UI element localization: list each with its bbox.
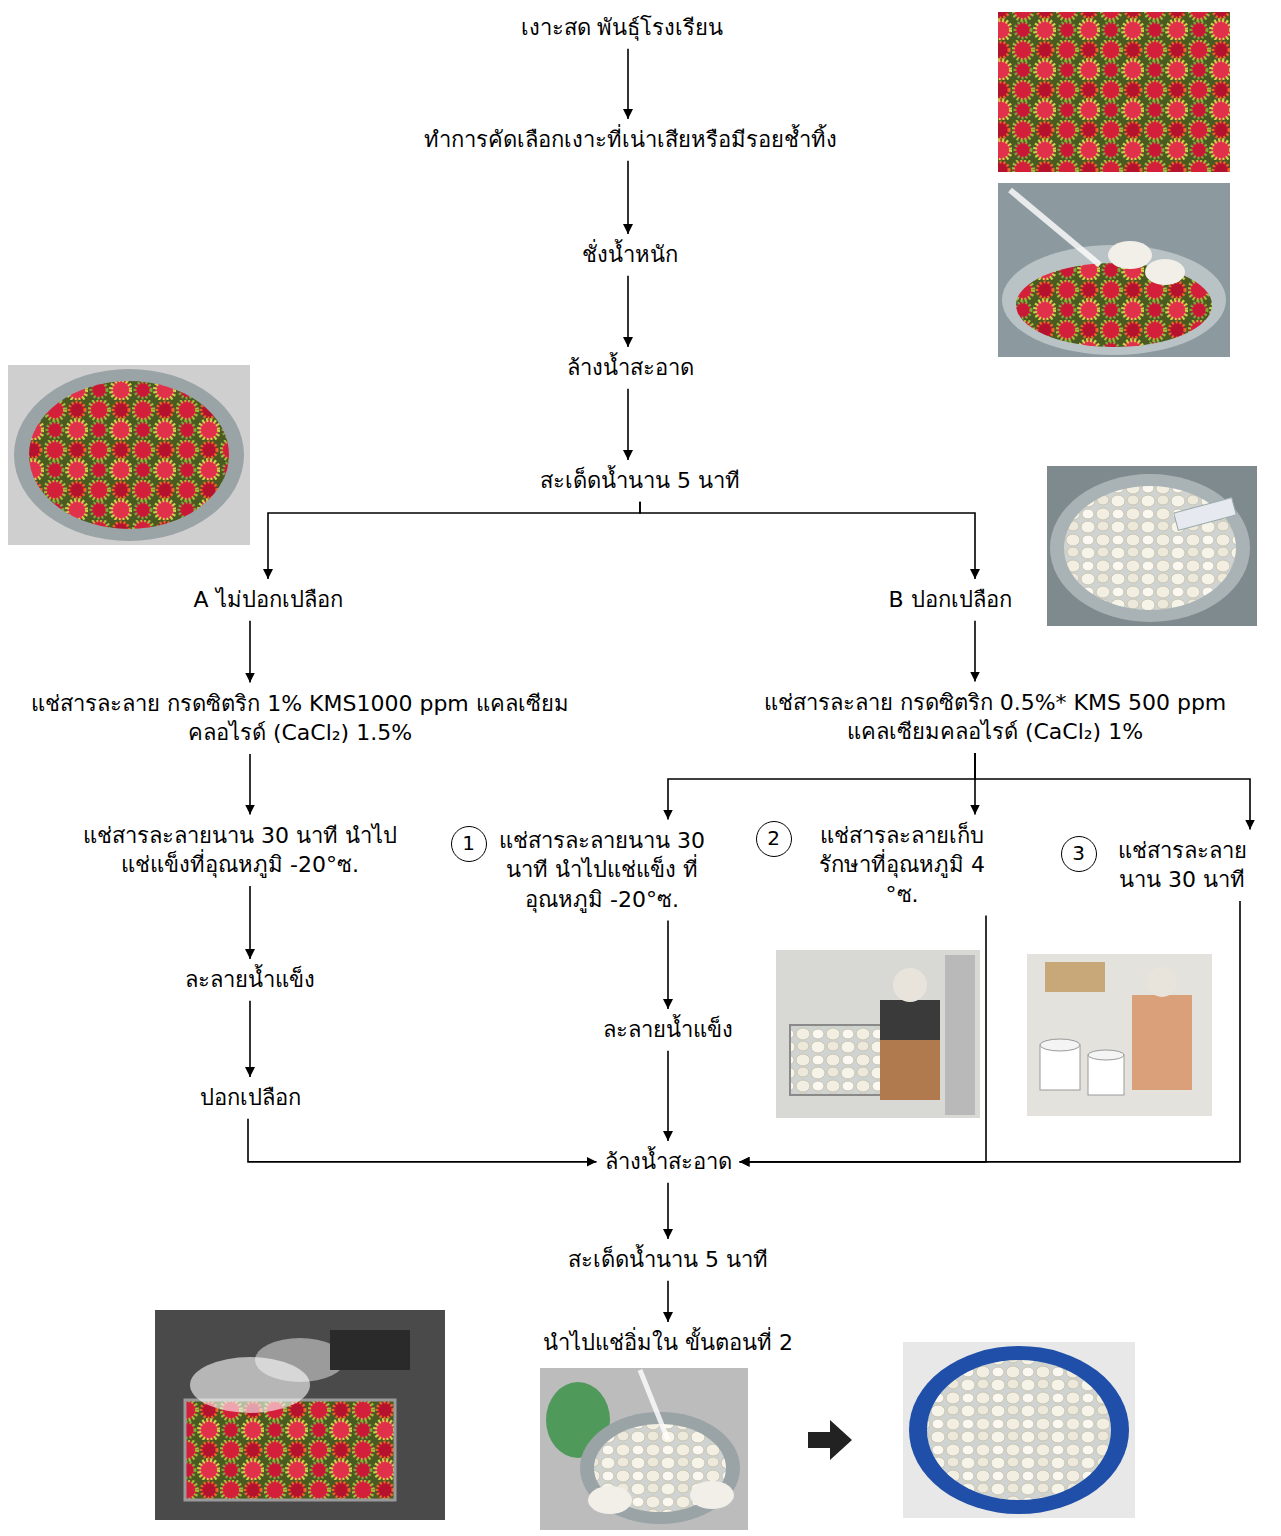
step-text: ละลายน้ำแข็ง xyxy=(185,965,315,995)
step-text: สะเด็ดน้ำนาน 5 นาที xyxy=(540,466,740,496)
flow-arrow xyxy=(640,502,975,579)
process-step: ชั่งน้ำหนัก xyxy=(576,236,684,274)
callout-number: 3 xyxy=(1061,836,1097,872)
process-step: ละลายน้ำแข็ง xyxy=(597,1011,739,1049)
flow-arrow xyxy=(249,886,251,959)
step-text: ทำการคัดเลือกเงาะที่เน่าเสียหรือมีรอยช้ำ… xyxy=(424,125,837,155)
peeled-fruit-photo xyxy=(1047,466,1257,626)
step-text: ชั่งน้ำหนัก xyxy=(582,240,678,270)
process-step: B ปอกเปลือก xyxy=(883,581,1018,619)
flow-arrow xyxy=(668,753,975,820)
step-text: A ไม่ปอกเปลือก xyxy=(194,585,343,615)
step-text: เงาะสด พันธุ์โรงเรียน xyxy=(521,13,724,43)
process-step: ล้างน้ำสะอาด xyxy=(561,349,700,387)
flow-arrow xyxy=(249,1001,251,1077)
process-step: สะเด็ดน้ำนาน 5 นาที xyxy=(562,1241,774,1279)
soaking-photo xyxy=(1027,954,1212,1116)
flow-arrow xyxy=(667,921,669,1009)
flow-arrow xyxy=(627,49,629,119)
step-text: ละลายน้ำแข็ง xyxy=(603,1015,733,1045)
flow-arrow xyxy=(667,1051,669,1141)
process-step: สะเด็ดน้ำนาน 5 นาที xyxy=(534,462,746,500)
flow-arrow xyxy=(268,502,640,579)
flow-arrow xyxy=(627,276,629,347)
flow-arrow xyxy=(627,389,629,460)
callout-number: 2 xyxy=(756,821,792,857)
process-step: 1แช่สารละลายนาน 30 นาที นำไปแช่แข็ง ที่อ… xyxy=(445,822,716,919)
step-text: ปอกเปลือก xyxy=(200,1083,301,1113)
process-step: แช่สารละลายนาน 30 นาที นำไปแช่แข็งที่อุณ… xyxy=(69,817,411,884)
flow-arrow xyxy=(249,621,251,683)
washing-photo xyxy=(998,183,1230,357)
flow-arrow xyxy=(740,916,987,1162)
process-step: 3แช่สารละลาย นาน 30 นาที xyxy=(1055,832,1266,899)
flow-arrow xyxy=(667,1281,669,1322)
step-text: แช่สารละลายเก็บ รักษาที่อุณหภูมิ 4 °ซ. xyxy=(800,821,1005,910)
step-text: นำไปแช่อิ่มใน ขั้นตอนที่ 2 xyxy=(543,1328,793,1358)
block-arrow xyxy=(808,1420,852,1460)
step-text: ล้างน้ำสะอาด xyxy=(567,353,694,383)
flow-arrow xyxy=(974,621,976,682)
process-step: ปอกเปลือก xyxy=(194,1079,307,1117)
step-text: สะเด็ดน้ำนาน 5 นาที xyxy=(568,1245,768,1275)
process-step: ละลายน้ำแข็ง xyxy=(179,961,321,999)
step-text: แช่สารละลายนาน 30 นาที นำไปแช่แข็งที่อุณ… xyxy=(75,821,405,880)
flow-arrow xyxy=(627,161,629,234)
flow-arrow xyxy=(249,754,251,815)
process-step: แช่สารละลาย กรดซิตริก 1% KMS1000 ppm แคล… xyxy=(14,685,586,752)
process-step: 2แช่สารละลายเก็บ รักษาที่อุณหภูมิ 4 °ซ. xyxy=(750,817,1011,914)
process-step: แช่สารละลาย กรดซิตริก 0.5%* KMS 500 ppm … xyxy=(724,684,1266,751)
process-step: A ไม่ปอกเปลือก xyxy=(188,581,349,619)
process-step: ทำการคัดเลือกเงาะที่เน่าเสียหรือมีรอยช้ำ… xyxy=(418,121,843,159)
flow-arrow xyxy=(248,1119,597,1162)
step-text: แช่สารละลายนาน 30 นาที นำไปแช่แข็ง ที่อุ… xyxy=(495,826,710,915)
flow-arrow xyxy=(740,901,1241,1162)
callout-number: 1 xyxy=(451,826,487,862)
flow-arrow xyxy=(667,1183,669,1239)
process-step: นำไปแช่อิ่มใน ขั้นตอนที่ 2 xyxy=(537,1324,799,1362)
bowl-photo xyxy=(8,365,250,545)
freezer-photo xyxy=(776,950,980,1118)
process-step: เงาะสด พันธุ์โรงเรียน xyxy=(515,9,730,47)
step-text: แช่สารละลาย กรดซิตริก 1% KMS1000 ppm แคล… xyxy=(20,689,580,748)
step-text: B ปอกเปลือก xyxy=(889,585,1012,615)
step-text: แช่สารละลาย กรดซิตริก 0.5%* KMS 500 ppm … xyxy=(730,688,1260,747)
process-step: ล้างน้ำสะอาด xyxy=(599,1143,738,1181)
rambutan-photo xyxy=(998,12,1230,172)
frozen-tray-photo xyxy=(155,1310,445,1520)
basket-photo xyxy=(903,1342,1135,1518)
step-text: แช่สารละลาย นาน 30 นาที xyxy=(1105,836,1260,895)
flow-arrow xyxy=(975,753,1250,830)
step-text: ล้างน้ำสะอาด xyxy=(605,1147,732,1177)
rinsing-photo xyxy=(540,1368,748,1530)
